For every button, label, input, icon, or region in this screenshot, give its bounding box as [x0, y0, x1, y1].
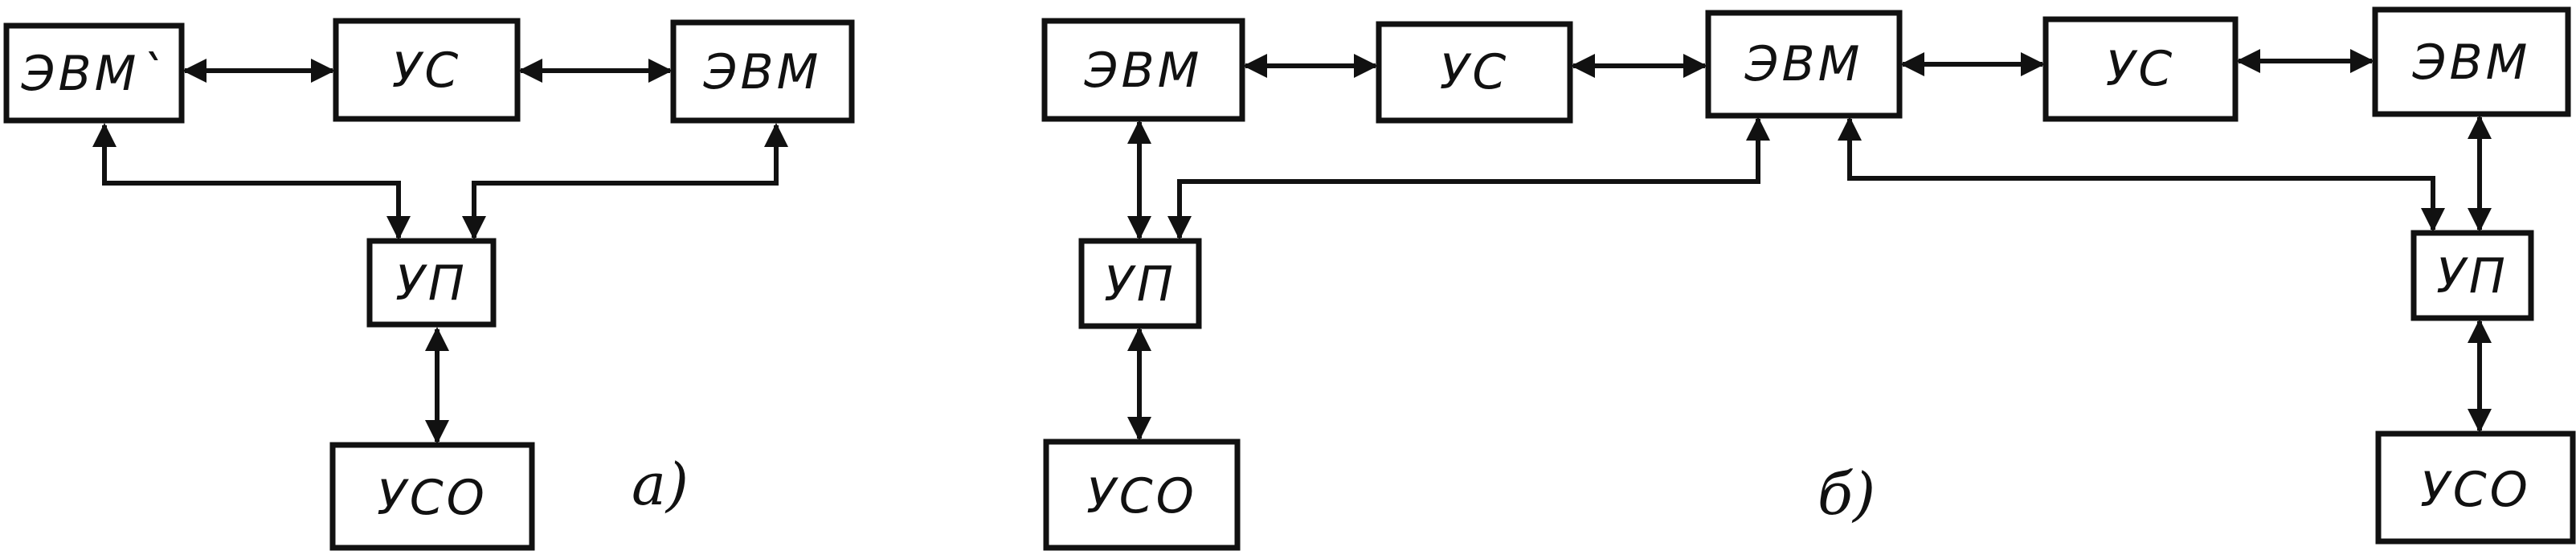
block-up-label: УП — [395, 255, 468, 312]
block-uso-label: УСО — [377, 470, 488, 526]
block-up-right-label: УП — [2436, 248, 2509, 304]
block-us-1: УС — [1376, 21, 1573, 124]
panel-a-label: a) — [632, 451, 689, 518]
block-evm-1-label: ЭВМ — [1084, 43, 1203, 99]
block-up-left: УП — [1078, 238, 1202, 329]
block-evm-left: ЭВМ` — [3, 22, 185, 124]
block-us-2-label: УС — [2106, 41, 2175, 97]
block-us: УС — [333, 18, 521, 122]
block-evm-2-label: ЭВМ — [1744, 36, 1863, 92]
block-up-left-label: УП — [1104, 256, 1176, 312]
link-evm2-up-right — [1838, 116, 2445, 232]
link-evm2-up-left — [1167, 116, 1770, 240]
block-uso-right-label: УСО — [2420, 462, 2531, 518]
block-evm-3-label: ЭВМ — [2412, 35, 2531, 91]
block-us-1-label: УС — [1440, 44, 1509, 100]
block-evm-right: ЭВМ — [670, 19, 855, 124]
block-up-right: УП — [2410, 230, 2534, 321]
block-uso: УСО — [329, 442, 535, 551]
block-evm-3: ЭВМ — [2372, 6, 2571, 117]
block-uso-left-label: УСО — [1086, 468, 1197, 524]
block-evm-1: ЭВМ — [1041, 18, 1245, 122]
block-us-2: УС — [2042, 16, 2239, 122]
link-evm-right-up — [462, 123, 788, 240]
panel-b: ЭВМ УС ЭВМ УС ЭВМ УП УСО УП — [1041, 6, 2576, 551]
block-evm-right-label: ЭВМ — [703, 44, 822, 100]
block-uso-left: УСО — [1043, 439, 1241, 551]
panel-a: ЭВМ` УС ЭВМ УП УСО a) — [3, 18, 855, 551]
block-uso-right: УСО — [2375, 430, 2576, 545]
block-evm-left-label: ЭВМ` — [21, 46, 167, 102]
block-evm-2: ЭВМ — [1705, 10, 1903, 119]
block-up: УП — [366, 238, 497, 328]
panel-b-label: б) — [1818, 460, 1875, 528]
block-us-label: УС — [392, 43, 461, 99]
link-evm-left-up — [92, 123, 411, 240]
